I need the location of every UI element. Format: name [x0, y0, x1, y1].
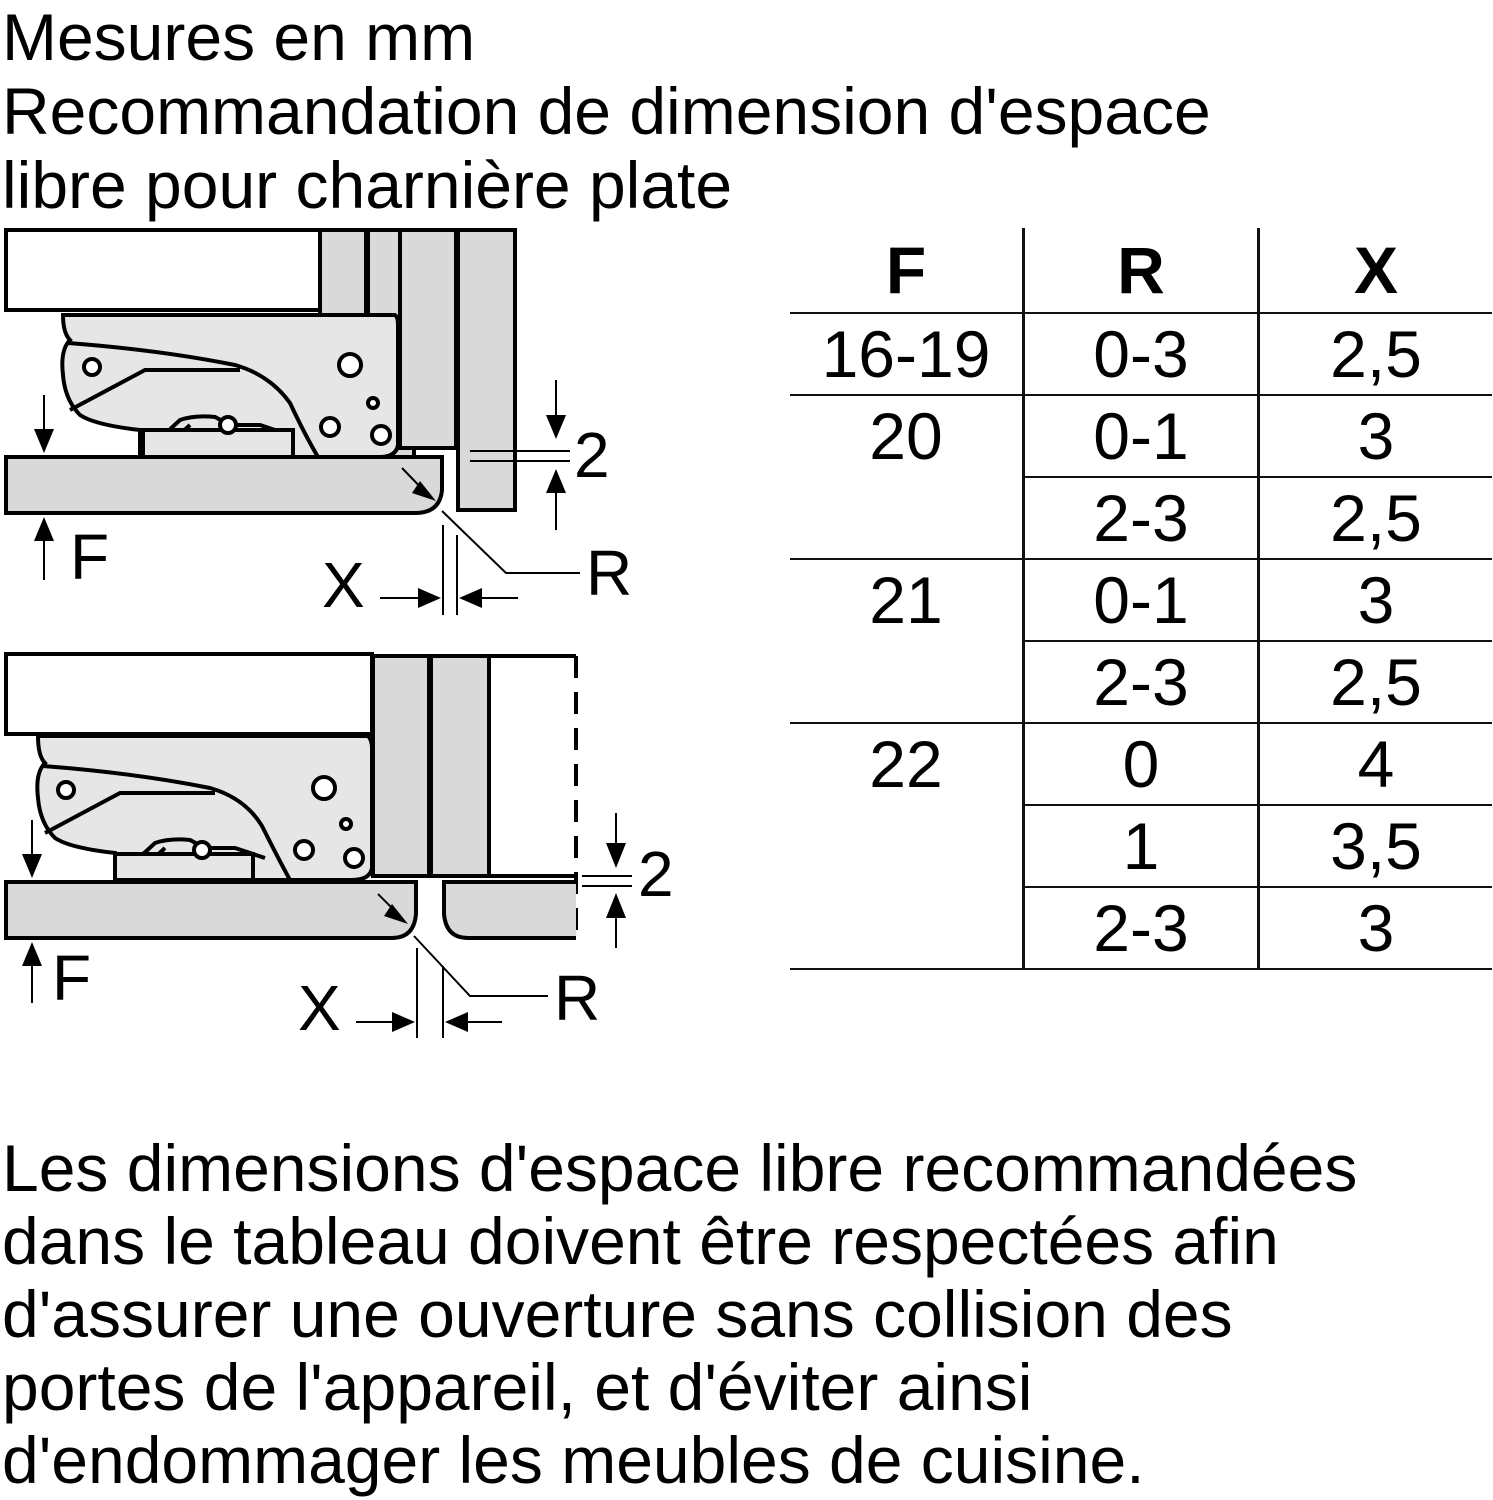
table-row: 21 0-1 3: [790, 559, 1492, 724]
cell-f: 22: [790, 723, 1025, 970]
cell-x: 3: [1258, 887, 1492, 970]
gap-label: 2: [638, 838, 674, 910]
cell-r: 2-3: [1023, 887, 1260, 970]
table-row: 1 3,5: [790, 805, 1492, 888]
cabinet-board: [4, 228, 322, 312]
hinge-diagram-2: 2 F R X: [0, 648, 700, 1048]
cell-r: 2-3: [1023, 477, 1260, 560]
recommendation-note: Les dimensions d'espace libre recommandé…: [2, 1132, 1357, 1497]
note-line-4: portes de l'appareil, et d'éviter ainsi: [2, 1350, 1033, 1424]
cell-r: 0: [1023, 723, 1260, 806]
gap-label: 2: [574, 419, 610, 491]
header-f: F: [790, 228, 1025, 314]
table-row: 20 0-1 3: [790, 395, 1492, 560]
cell-x: 3: [1258, 559, 1492, 642]
cell-r: 0-3: [1023, 313, 1260, 396]
title-line-1: Mesures en mm: [2, 0, 476, 74]
cell-r: 2-3: [1023, 641, 1260, 724]
cell-x: 2,5: [1258, 313, 1492, 396]
cell-r: 0-1: [1023, 559, 1260, 642]
table-row: 2-3 2,5: [790, 641, 1492, 724]
f-label: F: [70, 521, 109, 593]
cell-f: 16-19: [790, 313, 1025, 396]
header-x: X: [1258, 228, 1492, 314]
cell-r: 0-1: [1023, 395, 1260, 478]
table-header-row: F R X: [790, 228, 1492, 314]
cell-x: 2,5: [1258, 477, 1492, 560]
title-line-2: Recommandation de dimension d'espace: [2, 74, 1211, 148]
header-r: R: [1023, 228, 1260, 314]
table-row: 16-19 0-3 2,5: [790, 313, 1492, 396]
cell-x: 3: [1258, 395, 1492, 478]
f-label: F: [52, 942, 91, 1014]
note-line-3: d'assurer une ouverture sans collision d…: [2, 1277, 1233, 1351]
cell-f: 21: [790, 559, 1025, 724]
cell-x: 2,5: [1258, 641, 1492, 724]
cell-x: 3,5: [1258, 805, 1492, 888]
title-line-3: libre pour charnière plate: [2, 148, 733, 222]
page-title: Mesures en mm Recommandation de dimensio…: [2, 0, 1211, 222]
note-line-5: d'endommager les meubles de cuisine.: [2, 1423, 1145, 1497]
cell-f: 20: [790, 395, 1025, 560]
table-row: 2-3 2,5: [790, 477, 1492, 560]
r-label: R: [586, 537, 632, 609]
clearance-table: F R X 16-19 0-3 2,5 20 0-1 3 2-3 2,5 21 …: [790, 228, 1492, 970]
r-label: R: [554, 962, 600, 1034]
table-row: 2-3 3: [790, 887, 1492, 970]
table-row: 22 0 4: [790, 723, 1492, 970]
hinge-diagram-1: 2 F R X: [0, 225, 660, 620]
note-line-1: Les dimensions d'espace libre recommandé…: [2, 1131, 1358, 1205]
x-label: X: [322, 549, 365, 620]
note-line-2: dans le tableau doivent être respectées …: [2, 1204, 1279, 1278]
x-label: X: [298, 972, 341, 1044]
cell-r: 1: [1023, 805, 1260, 888]
cell-x: 4: [1258, 723, 1492, 806]
